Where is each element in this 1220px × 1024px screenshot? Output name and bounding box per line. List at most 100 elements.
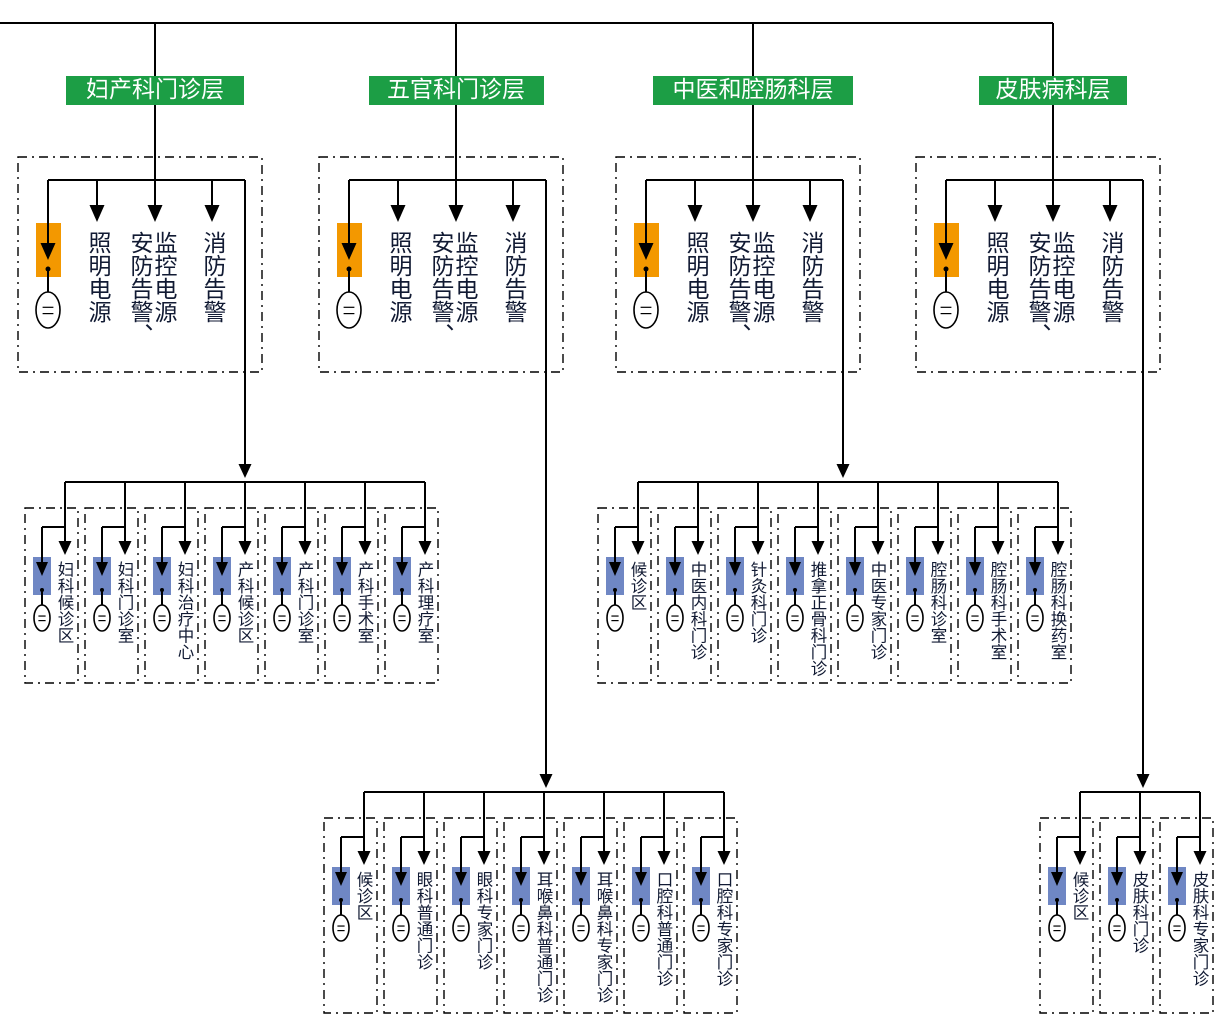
arrow-icon [575, 872, 587, 886]
arrow-icon [390, 205, 406, 222]
ground-socket-icon [906, 604, 924, 632]
security-monitor-power-label: 安防告警、监控电源 [724, 231, 774, 346]
room-label: 皮肤科专家门诊 [1190, 871, 1209, 987]
room-box [264, 507, 319, 684]
arrow-icon [178, 541, 192, 555]
fire-alarm-label: 消防告警 [1097, 231, 1123, 323]
room-box [324, 507, 379, 684]
arrow-icon [477, 851, 491, 865]
arrow-icon [687, 205, 703, 222]
room-box [563, 817, 618, 1014]
room-label: 候诊区 [1070, 871, 1089, 921]
ground-socket-icon [1026, 604, 1044, 632]
arrow-icon [396, 562, 408, 576]
arrow-icon [537, 851, 551, 865]
arrow-icon [789, 562, 801, 576]
arrow-icon [1045, 205, 1061, 222]
room-box [1017, 507, 1072, 684]
room-label: 耳喉鼻科普通门诊 [534, 871, 553, 1003]
ground-socket-icon [213, 604, 231, 632]
arrow-icon [515, 872, 527, 886]
arrow-icon [991, 541, 1005, 555]
arrow-icon [938, 243, 954, 260]
room-box [144, 507, 199, 684]
arrow-icon [802, 205, 818, 222]
arrow-icon [204, 205, 220, 222]
arrow-icon [1051, 872, 1063, 886]
arrow-icon [691, 541, 705, 555]
ground-socket-icon [392, 914, 410, 942]
ground-socket-icon [692, 914, 710, 942]
room-box [443, 817, 498, 1014]
arrow-icon [729, 562, 741, 576]
arrow-icon [638, 243, 654, 260]
ground-socket-icon [1048, 914, 1066, 942]
ground-socket-icon [35, 291, 61, 329]
floor-panel-box [615, 156, 861, 373]
ground-socket-icon [153, 604, 171, 632]
ground-socket-icon [933, 291, 959, 329]
security-monitor-power-label: 安防告警、监控电源 [427, 231, 477, 346]
security-monitor-power-label: 安防告警、监控电源 [1024, 231, 1074, 346]
room-label: 眼科普通门诊 [414, 871, 433, 970]
room-box [1039, 817, 1094, 1014]
arrow-icon [505, 205, 521, 222]
arrow-icon [40, 243, 56, 260]
arrow-icon [89, 205, 105, 222]
lighting-power-label: 照明电源 [84, 231, 110, 323]
arrow-icon [695, 872, 707, 886]
room-label: 中医内科门诊 [688, 561, 707, 660]
room-box [897, 507, 952, 684]
arrow-icon [1171, 872, 1183, 886]
room-box [597, 507, 652, 684]
ground-socket-icon [336, 291, 362, 329]
room-label: 中医专家门诊 [868, 561, 887, 660]
arrow-icon [871, 541, 885, 555]
ground-socket-icon [512, 914, 530, 942]
room-box [323, 817, 378, 1014]
fire-alarm-label: 消防告警 [500, 231, 526, 323]
arrow-icon [1029, 562, 1041, 576]
room-label: 产科手术室 [355, 561, 374, 644]
room-box [1099, 817, 1154, 1014]
room-label: 妇科候诊区 [55, 561, 74, 644]
floor-label: 五官科门诊层 [368, 76, 544, 105]
arrow-icon [745, 205, 761, 222]
room-box [657, 507, 712, 684]
room-label: 产科门诊室 [295, 561, 314, 644]
arrow-icon [931, 541, 945, 555]
arrow-icon [1136, 774, 1150, 788]
arrow-icon [147, 205, 163, 222]
ground-socket-icon [33, 604, 51, 632]
arrow-icon [1111, 872, 1123, 886]
arrow-icon [751, 541, 765, 555]
arrow-icon [298, 541, 312, 555]
room-label: 腔肠科诊室 [928, 561, 947, 644]
arrow-icon [448, 205, 464, 222]
ground-socket-icon [606, 604, 624, 632]
room-label: 眼科专家门诊 [474, 871, 493, 970]
room-label: 推拿正骨科门诊 [808, 561, 827, 677]
room-label: 口腔科专家门诊 [714, 871, 733, 987]
room-label: 候诊区 [354, 871, 373, 921]
fire-alarm-label: 消防告警 [199, 231, 225, 323]
ground-socket-icon [1168, 914, 1186, 942]
room-label: 妇科门诊室 [115, 561, 134, 644]
floor-panel-box [17, 156, 263, 373]
lighting-power-label: 照明电源 [682, 231, 708, 323]
room-box [777, 507, 832, 684]
room-label: 口腔科普通门诊 [654, 871, 673, 987]
floor-panel-box [318, 156, 564, 373]
arrow-icon [216, 562, 228, 576]
arrow-icon [1102, 205, 1118, 222]
room-box [84, 507, 139, 684]
arrow-icon [36, 562, 48, 576]
ground-socket-icon [332, 914, 350, 942]
lighting-power-label: 照明电源 [385, 231, 411, 323]
room-label: 耳喉鼻科专家门诊 [594, 871, 613, 1003]
ground-socket-icon [632, 914, 650, 942]
room-box [717, 507, 772, 684]
arrow-icon [669, 562, 681, 576]
